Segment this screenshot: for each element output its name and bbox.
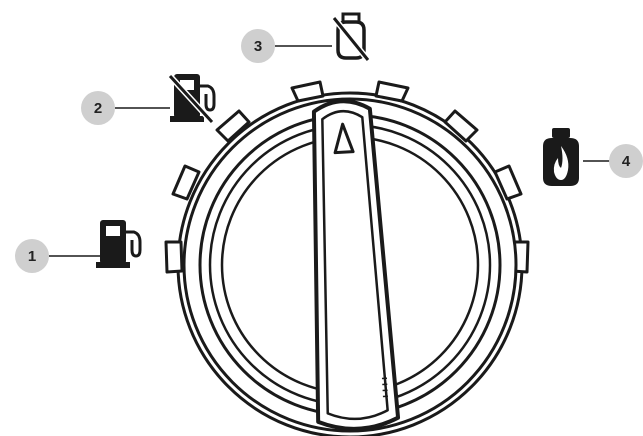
callout-2: 2 [81,74,214,125]
callout-number-2: 2 [94,100,102,117]
gas-cylinder-crossed-icon [334,14,368,60]
callout-4: 4 [543,128,643,186]
fuel-pump-crossed-icon [170,74,214,122]
callout-number-4: 4 [622,153,631,170]
callout-number-3: 3 [254,38,262,55]
callout-number-1: 1 [28,248,36,265]
fuel-pump-icon [96,220,140,268]
callout-3: 3 [241,14,368,63]
selector-knob [166,82,528,436]
gas-cylinder-flame-icon [543,128,579,186]
callout-1: 1 [15,220,140,273]
